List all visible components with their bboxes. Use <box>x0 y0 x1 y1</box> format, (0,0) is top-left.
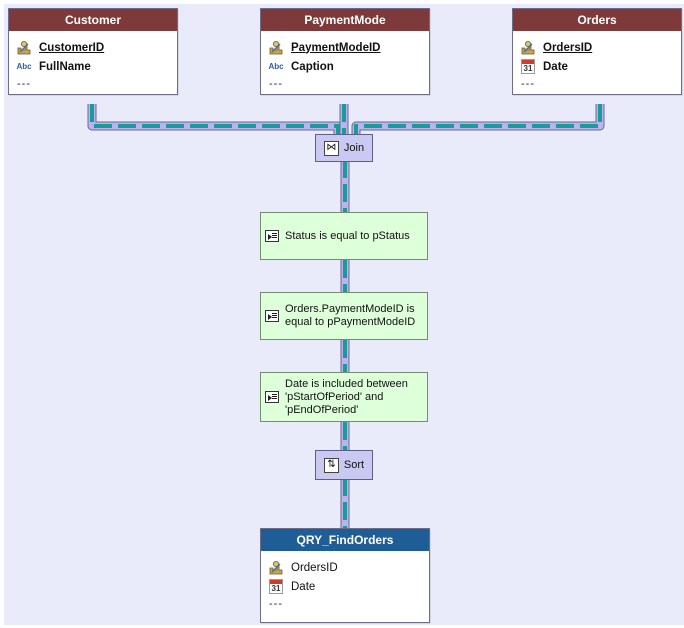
more-fields: --- <box>269 78 283 90</box>
table-customer[interactable]: Customer CustomerID Abc FullName --- <box>8 8 178 95</box>
sort-node[interactable]: ⇅ Sort <box>315 450 373 480</box>
field-label: OrdersID <box>291 561 338 574</box>
condition-text: Orders.PaymentModeID is equal to pPaymen… <box>285 303 416 328</box>
link-customer-join[interactable] <box>87 104 343 134</box>
join-label: Join <box>343 142 365 154</box>
field-caption[interactable]: Abc Caption <box>267 57 423 76</box>
link-orders-join[interactable] <box>351 104 605 134</box>
filter-icon <box>265 391 279 403</box>
calendar-icon: 31 <box>519 59 537 75</box>
field-label: PaymentModeID <box>291 41 381 54</box>
text-abc-icon: Abc <box>268 62 284 71</box>
table-orders[interactable]: Orders OrdersID 31 Date --- <box>512 8 682 95</box>
calendar-icon: 31 <box>267 579 285 595</box>
field-label: Date <box>291 580 316 593</box>
field-label: Caption <box>291 60 334 73</box>
connection-lines <box>87 104 605 528</box>
field-label: CustomerID <box>39 41 105 54</box>
table-paymentmode[interactable]: PaymentMode PaymentModeID Abc Caption --… <box>260 8 430 95</box>
join-icon: ⋈ <box>323 140 339 156</box>
key-icon <box>15 40 33 56</box>
field-customerid[interactable]: CustomerID <box>15 38 171 57</box>
text-abc-icon: Abc <box>16 62 32 71</box>
table-paymentmode-header[interactable]: PaymentMode <box>261 9 429 31</box>
condition-text: Date is included between 'pStartOfPeriod… <box>285 377 408 416</box>
field-label: FullName <box>39 60 91 73</box>
more-fields: --- <box>521 78 535 90</box>
result-field-date[interactable]: 31 Date <box>267 577 423 596</box>
table-orders-header[interactable]: Orders <box>513 9 681 31</box>
more-fields: --- <box>17 78 31 90</box>
field-fullname[interactable]: Abc FullName <box>15 57 171 76</box>
filter-icon <box>265 310 279 322</box>
condition-text: Status is equal to pStatus <box>285 229 410 242</box>
more-fields: --- <box>269 598 283 610</box>
table-customer-header[interactable]: Customer <box>9 9 177 31</box>
field-paymentmodeid[interactable]: PaymentModeID <box>267 38 423 57</box>
field-label: Date <box>543 60 568 73</box>
query-canvas: Customer CustomerID Abc FullName --- Pay… <box>4 4 684 625</box>
sort-label: Sort <box>343 459 365 471</box>
key-icon <box>267 40 285 56</box>
key-icon <box>267 560 285 576</box>
sort-icon: ⇅ <box>323 457 339 473</box>
result-header[interactable]: QRY_FindOrders <box>261 529 429 551</box>
key-icon <box>519 40 537 56</box>
result-field-ordersid[interactable]: OrdersID <box>267 558 423 577</box>
field-date[interactable]: 31 Date <box>519 57 675 76</box>
condition-status[interactable]: Status is equal to pStatus <box>260 212 428 260</box>
condition-date[interactable]: Date is included between 'pStartOfPeriod… <box>260 372 428 422</box>
field-label: OrdersID <box>543 41 593 54</box>
join-node[interactable]: ⋈ Join <box>315 134 373 162</box>
condition-paymentmode[interactable]: Orders.PaymentModeID is equal to pPaymen… <box>260 292 428 340</box>
filter-icon <box>265 230 279 242</box>
field-ordersid[interactable]: OrdersID <box>519 38 675 57</box>
result-qry-findorders[interactable]: QRY_FindOrders OrdersID 31 Date --- <box>260 528 430 623</box>
